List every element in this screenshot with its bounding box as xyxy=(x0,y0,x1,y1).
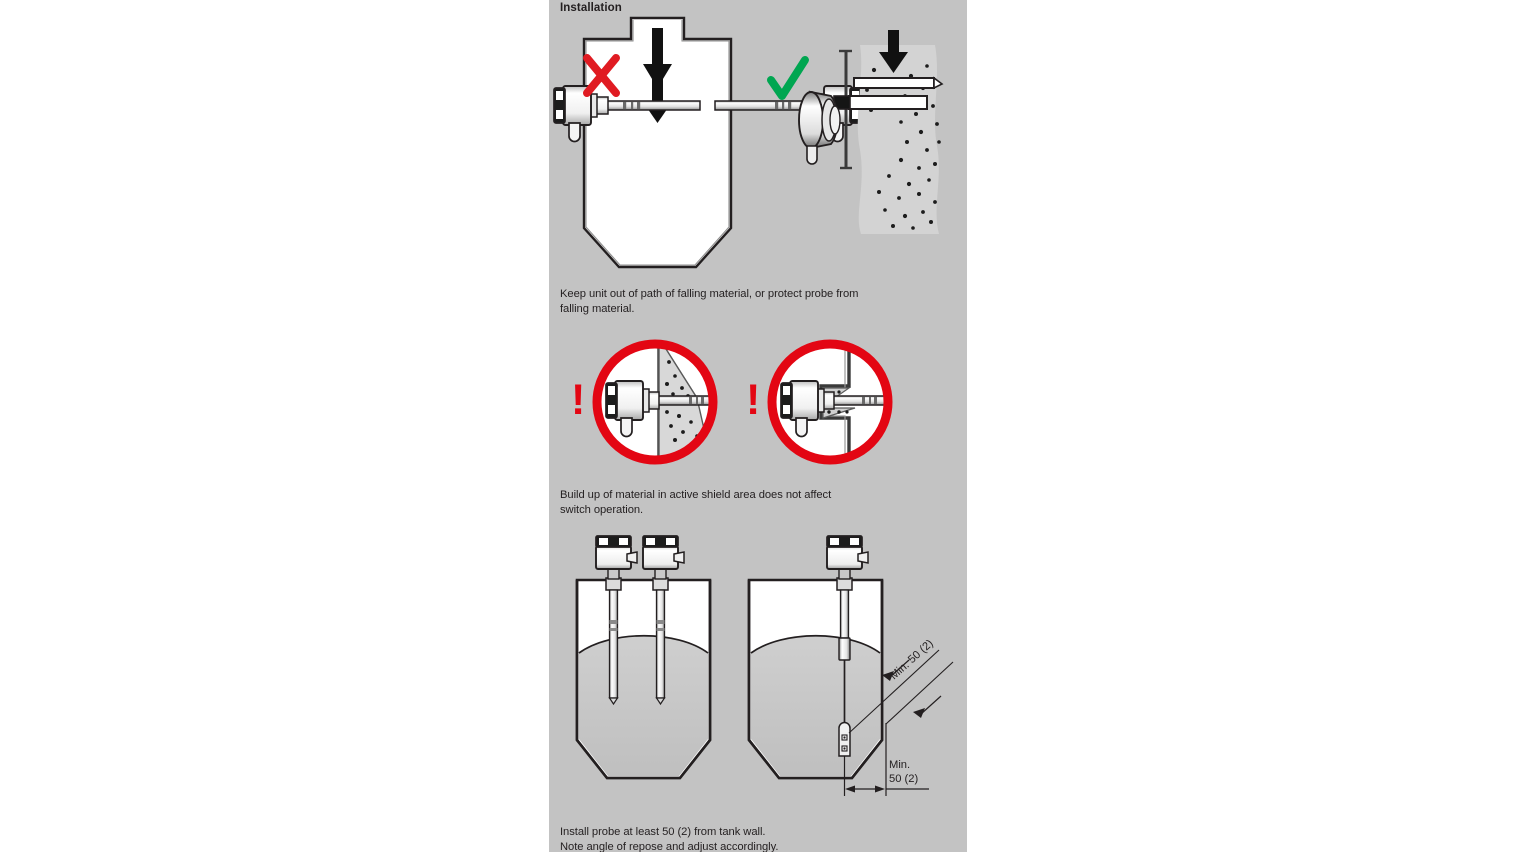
silo-falling-material-figure xyxy=(549,16,967,280)
material-fill-left xyxy=(579,635,708,776)
horizontal-dimension-label-line1: Min. xyxy=(889,759,910,771)
caption-tank-wall: Install probe at least 50 (2) from tank … xyxy=(560,826,779,852)
tank-with-rod-probes xyxy=(575,535,712,780)
rod-probe-2 xyxy=(642,535,685,706)
exclamation-mark-left: ! xyxy=(571,376,585,424)
horizontal-dimension-label-line2: 50 (2) xyxy=(889,773,918,785)
page-title: Installation xyxy=(560,2,622,14)
material-surface-left xyxy=(578,635,709,654)
probe-rod-right xyxy=(714,100,811,111)
document-page: Installation xyxy=(549,0,967,852)
tank-wall-clearance-figure: Min. 50 (2) Min. 50 (2) xyxy=(549,528,967,816)
material-fill-right xyxy=(751,635,880,776)
probe-weight xyxy=(838,721,851,757)
tank-with-cable-probe: Min. 50 (2) Min. 50 (2) xyxy=(747,535,954,796)
caption-build-up: Build up of material in active shield ar… xyxy=(560,489,832,516)
wall-mounted-probe-with-baffle xyxy=(798,30,944,234)
cable-probe xyxy=(826,535,869,757)
probe-enclosure-left xyxy=(553,85,592,143)
material-surface-right xyxy=(750,635,881,654)
correct-check-icon xyxy=(767,56,809,100)
incorrect-cross-icon xyxy=(583,54,620,97)
silo-vessel xyxy=(582,16,733,269)
probe-process-connection-left xyxy=(589,93,609,118)
material-stream xyxy=(857,45,939,234)
rod-probe-1 xyxy=(595,535,638,706)
warning-buildup-bridge: ! xyxy=(746,339,893,465)
exclamation-mark-right: ! xyxy=(746,376,760,424)
protective-baffle-plate xyxy=(853,76,944,90)
wall-probe-enclosure xyxy=(798,90,841,165)
left-probe-in-material-path xyxy=(553,85,701,143)
wall-probe-rod xyxy=(833,95,928,110)
build-up-warning-figure: ! xyxy=(549,326,967,484)
horizontal-clearance-dimension: Min. 50 (2) xyxy=(843,723,929,796)
caption-falling-material: Keep unit out of path of falling materia… xyxy=(560,288,859,315)
stream-falling-arrow xyxy=(879,30,908,73)
probe-rod-left xyxy=(604,100,701,111)
warning-buildup-cone: ! xyxy=(571,339,718,465)
